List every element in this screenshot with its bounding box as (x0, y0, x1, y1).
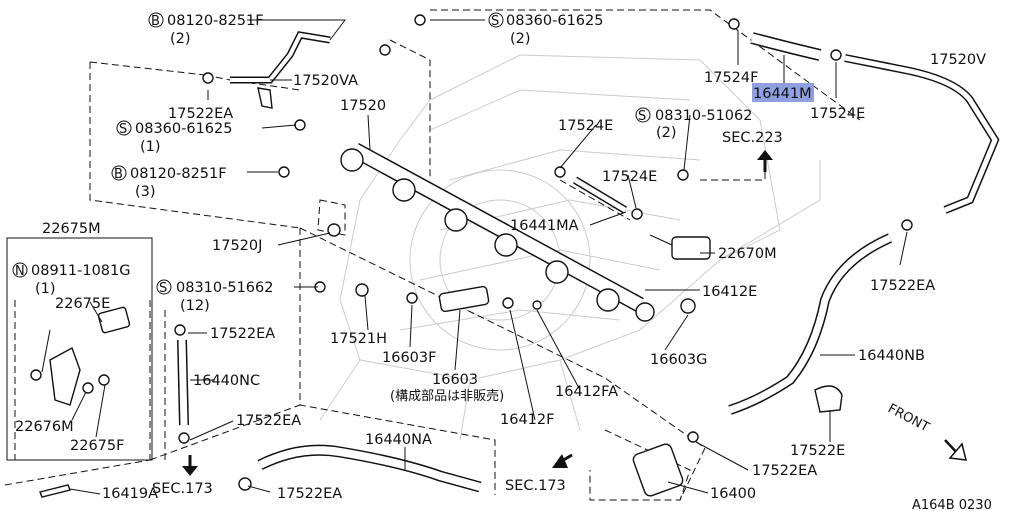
label-16400: 16400 (710, 486, 756, 502)
bolts (278, 14, 426, 297)
label-22675f: 22675F (70, 438, 124, 454)
label-16440na: 16440NA (365, 432, 432, 448)
label-17522ea: 17522EA (277, 486, 342, 502)
label-16603f: 16603F (382, 350, 436, 366)
label-16412e: 16412E (702, 284, 757, 300)
label-17521h: 17521H (330, 331, 387, 347)
pressure-regulator (649, 169, 711, 260)
label-17522ea: 17522EA (210, 326, 275, 342)
label-17520v: 17520V (930, 52, 986, 68)
label-08360-61625-top: 08360-61625 (506, 13, 604, 29)
engine-block-outline (319, 54, 821, 441)
label-16412f: 16412F (500, 412, 554, 428)
hose-16440nc (174, 324, 190, 444)
hose-16440nb (728, 219, 913, 415)
pipe-17520va (202, 31, 331, 109)
symbol-n: N (15, 264, 25, 279)
bracket-parts (30, 306, 131, 498)
label-08911-1081g: 08911-1081G (31, 263, 131, 279)
label-16412fa: 16412FA (555, 384, 618, 400)
label-22675e: 22675E (55, 296, 110, 312)
label-16440nb: 16440NB (858, 348, 925, 364)
part-labels: 08120-8251F (2) 08360-61625 (2) 17520VA … (15, 13, 992, 511)
label-17524e: 17524E (558, 118, 613, 134)
label-17520: 17520 (340, 98, 386, 114)
section-arrows (182, 150, 967, 476)
label-16603-note: (構成部品は非販売) (390, 388, 504, 404)
label-17522ea: 17522EA (870, 278, 935, 294)
label-17522ea: 17522EA (168, 106, 233, 122)
label-17522ea: 17522EA (752, 463, 817, 479)
label-sec-173: SEC.173 (505, 478, 566, 494)
clip-17522e (814, 385, 843, 413)
label-17520va: 17520VA (293, 73, 358, 89)
label-22675m: 22675M (42, 221, 101, 237)
label-16603: 16603 (432, 372, 478, 388)
label-08310-51662: 08310-51662 (176, 280, 274, 296)
label-qty: (3) (135, 184, 156, 200)
connector-box (6, 237, 153, 461)
label-qty: (2) (656, 125, 677, 141)
label-08310-51062: 08310-51062 (655, 108, 753, 124)
label-qty: (2) (170, 31, 191, 47)
label-sec-173: SEC.173 (152, 481, 213, 497)
label-front: FRONT (885, 401, 931, 435)
label-qty: (1) (35, 281, 56, 297)
label-17524f: 17524F (704, 70, 758, 86)
symbol-s: S (159, 281, 167, 296)
fastener-symbols: B S S B S N S (12, 12, 651, 296)
dashed-groupings (4, 9, 861, 501)
label-qty: (12) (180, 298, 210, 314)
symbol-s: S (491, 14, 499, 29)
label-17524e: 17524E (810, 106, 865, 122)
label-16441ma: 16441MA (510, 218, 579, 234)
label-22670m: 22670M (718, 246, 777, 262)
label-17520j: 17520J (212, 238, 262, 254)
label-08360-61625-mid: 08360-61625 (135, 121, 233, 137)
fuel-rail (340, 142, 655, 322)
label-16419a: 16419A (102, 486, 158, 502)
label-22676m: 22676M (15, 419, 74, 435)
symbol-b: B (114, 167, 123, 182)
symbol-b: B (151, 14, 160, 29)
part-highlight (752, 83, 814, 102)
diagram-reference-code: A164B 0230 (912, 498, 992, 511)
leader-lines (41, 19, 908, 495)
label-08120-8251f-mid: 08120-8251F (130, 166, 227, 182)
symbol-s: S (119, 122, 127, 137)
label-17524e: 17524E (602, 169, 657, 185)
label-16440nc: 16440NC (193, 373, 260, 389)
fuel-injector (327, 223, 696, 314)
hose-16440na (257, 444, 482, 493)
label-17522ea: 17522EA (236, 413, 301, 429)
label-qty: (2) (510, 31, 531, 47)
fuel-hoses-upper (554, 18, 1000, 220)
label-16603g: 16603G (650, 352, 707, 368)
label-16441m: 16441M (753, 86, 812, 102)
symbol-s: S (638, 109, 646, 124)
label-sec-223: SEC.223 (722, 130, 783, 146)
label-qty: (1) (140, 139, 161, 155)
label-08120-8251f-top: 08120-8251F (167, 13, 264, 29)
label-17522e: 17522E (790, 443, 845, 459)
